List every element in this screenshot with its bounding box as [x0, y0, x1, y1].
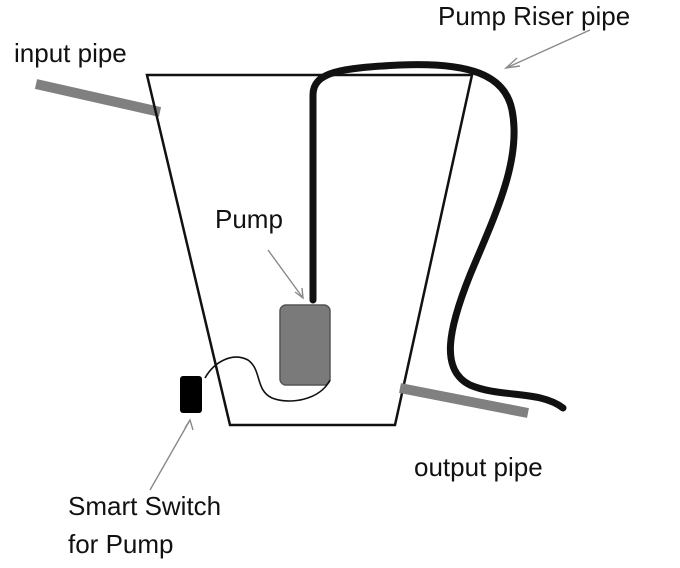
input-pipe — [34, 79, 162, 117]
smart-switch-label-line2: for Pump — [68, 529, 174, 559]
tank-outline — [145, 73, 474, 427]
smart-switch — [180, 376, 202, 413]
output-pipe-label: output pipe — [414, 452, 543, 482]
riser-pointer-line — [505, 29, 591, 69]
switch-pointer-line — [149, 419, 191, 491]
pump-arrowhead — [294, 287, 304, 300]
pump-label: Pump — [215, 204, 283, 234]
pump-riser-pipe — [309, 61, 567, 412]
riser-arrowhead — [503, 57, 521, 70]
pump-body — [279, 304, 331, 386]
switch-wire — [204, 356, 331, 402]
input-pipe-label: input pipe — [14, 38, 127, 68]
smart-switch-label-line1: Smart Switch — [68, 491, 221, 521]
pump-pointer-line — [267, 249, 304, 299]
switch-arrowhead — [184, 418, 194, 431]
pump-riser-pipe-label: Pump Riser pipe — [438, 1, 630, 31]
callout-arrows — [149, 29, 591, 491]
output-pipe — [399, 383, 529, 418]
